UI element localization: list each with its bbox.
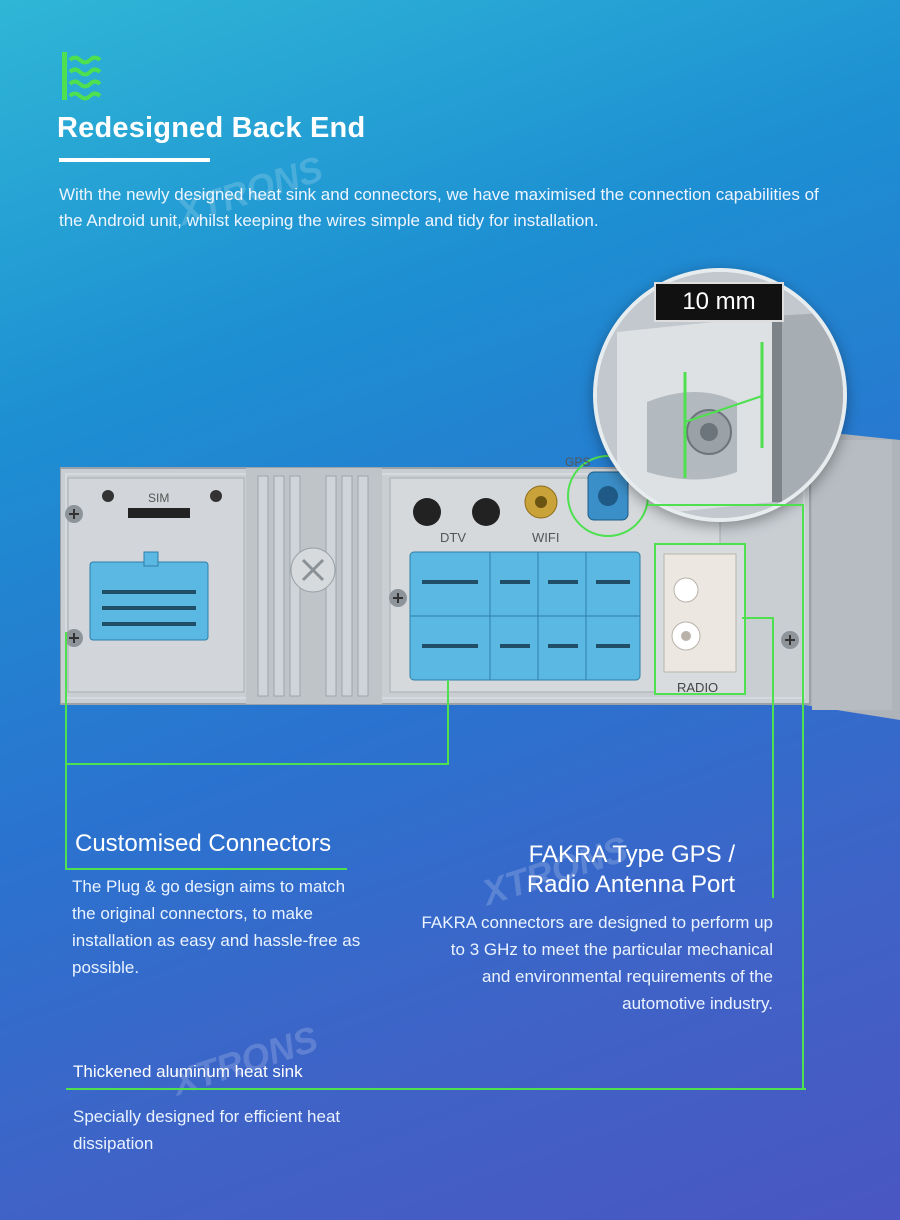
heat-sink-icon xyxy=(56,50,106,102)
fakra-title: FAKRA Type GPS / Radio Antenna Port xyxy=(480,840,735,900)
fakra-title-line2: Radio Antenna Port xyxy=(526,871,735,898)
connectors-body: The Plug & go design aims to match the o… xyxy=(72,877,361,977)
wifi-label: WIFI xyxy=(532,530,559,545)
fakra-body: FAKRA connectors are designed to perform… xyxy=(421,913,773,1013)
device-back-panel: SIM DTV WIFI GPS xyxy=(60,430,900,720)
heatsink-label: Thickened aluminum heat sink xyxy=(73,1062,303,1081)
connectors-underline xyxy=(65,868,347,870)
page-title: Redesigned Back End xyxy=(57,112,366,144)
connectors-title: Customised Connectors xyxy=(75,830,332,857)
heatsink-body: Specially designed for efficient heat di… xyxy=(73,1107,341,1153)
sim-label: SIM xyxy=(148,491,169,505)
heatsink-underline xyxy=(66,1088,806,1090)
radio-label: RADIO xyxy=(677,680,718,695)
gps-label: GPS xyxy=(565,455,590,469)
fakra-title-line1: FAKRA Type GPS / xyxy=(528,841,735,868)
dtv-label: DTV xyxy=(440,530,466,545)
intro-text: With the newly designed heat sink and co… xyxy=(59,185,819,230)
title-underline xyxy=(59,158,210,162)
measure-label: 10 mm xyxy=(654,282,784,322)
zoom-detail xyxy=(593,268,847,522)
